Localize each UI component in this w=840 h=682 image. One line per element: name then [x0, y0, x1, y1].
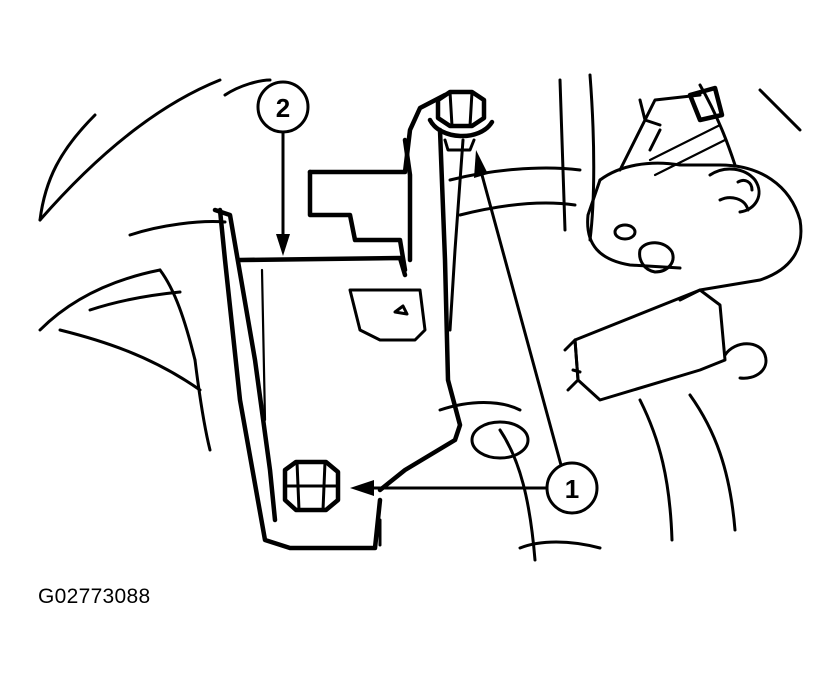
callout-1-arrowhead-bottom: [350, 480, 374, 496]
callout-2-label: 2: [276, 93, 290, 123]
top-bolt: [427, 89, 495, 152]
callout-2: 2: [256, 80, 310, 256]
callout-1-label: 1: [565, 474, 579, 504]
bottom-bolt: [282, 459, 341, 513]
upper-bracket: [307, 92, 448, 342]
callout-2-arrowhead: [276, 234, 290, 256]
main-bracket-plate: [212, 127, 465, 551]
callout-1: 1: [350, 150, 599, 515]
engine-background: [38, 73, 802, 562]
figure-id: G02773088: [38, 585, 151, 608]
right-mount-assembly: [563, 85, 803, 402]
callout-1-arrowhead-top: [474, 150, 488, 178]
